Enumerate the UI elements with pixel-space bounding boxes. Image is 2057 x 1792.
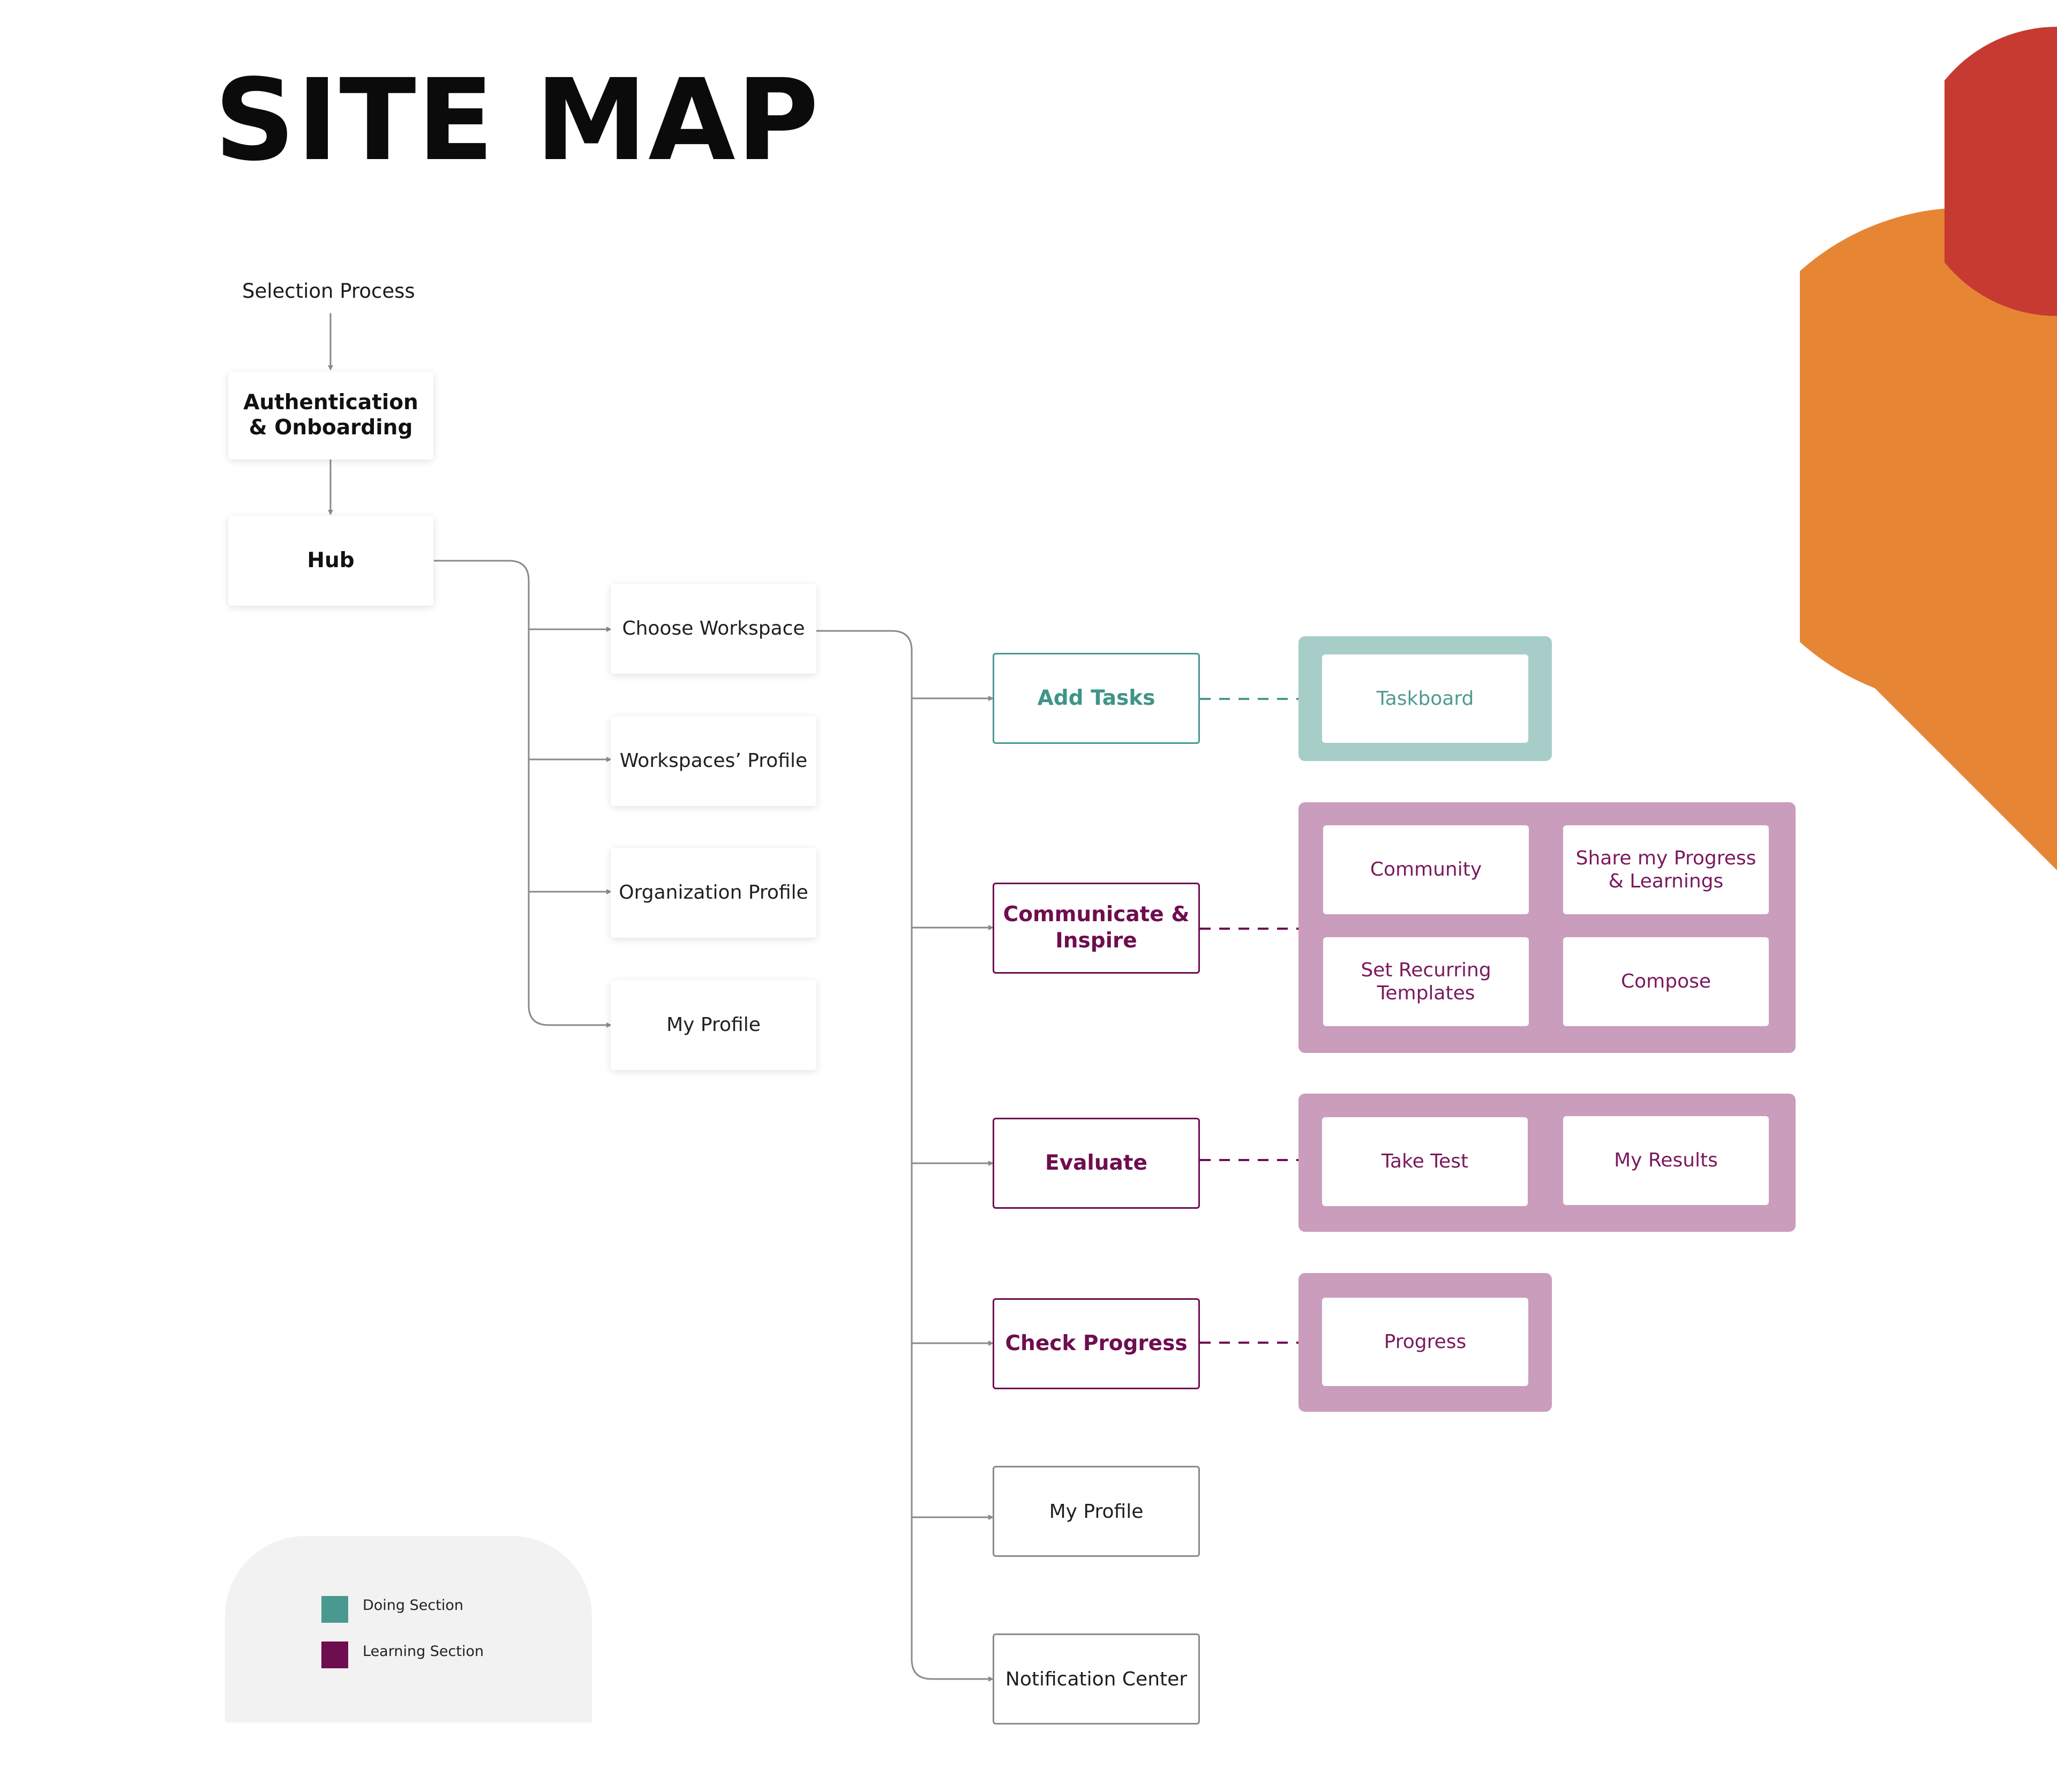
node-label: Organization Profile bbox=[619, 882, 808, 904]
node-label: Notification Center bbox=[1005, 1668, 1188, 1690]
hub-branch-trunk bbox=[434, 560, 612, 1028]
node-label: Add Tasks bbox=[1037, 686, 1155, 710]
node-add-tasks[interactable]: Add Tasks bbox=[993, 653, 1200, 744]
page-community[interactable]: Community bbox=[1323, 825, 1529, 914]
node-label: Authentication & Onboarding bbox=[243, 390, 418, 440]
node-label: Workspaces’ Profile bbox=[619, 750, 808, 772]
node-label: Check Progress bbox=[1005, 1331, 1188, 1356]
page-label: Taskboard bbox=[1376, 687, 1474, 710]
page-share-progress[interactable]: Share my Progress & Learnings bbox=[1563, 825, 1769, 914]
page-label: Progress bbox=[1384, 1330, 1467, 1353]
legend-label-doing: Doing Section bbox=[363, 1597, 463, 1614]
page-take-test[interactable]: Take Test bbox=[1322, 1117, 1528, 1206]
page-label: Compose bbox=[1620, 970, 1711, 993]
page-label: Community bbox=[1370, 859, 1482, 881]
workspace-branch-trunk bbox=[816, 630, 994, 1682]
decorative-orange-shape bbox=[1800, 207, 2057, 870]
page-label: Share my Progress & Learnings bbox=[1575, 847, 1756, 892]
legend-swatch-doing bbox=[321, 1596, 348, 1623]
node-label: Evaluate bbox=[1045, 1150, 1147, 1175]
node-label: Choose Workspace bbox=[622, 618, 805, 640]
node-label: Hub bbox=[307, 548, 355, 573]
node-check-progress[interactable]: Check Progress bbox=[993, 1298, 1200, 1389]
decorative-red-shape bbox=[1945, 27, 2057, 316]
page-compose[interactable]: Compose bbox=[1563, 937, 1769, 1026]
node-notification-center[interactable]: Notification Center bbox=[993, 1633, 1200, 1725]
node-organization-profile[interactable]: Organization Profile bbox=[611, 848, 816, 938]
page-progress[interactable]: Progress bbox=[1322, 1298, 1528, 1386]
page-taskboard[interactable]: Taskboard bbox=[1322, 654, 1528, 743]
page-label: Take Test bbox=[1381, 1150, 1469, 1173]
legend-label-learning: Learning Section bbox=[363, 1643, 484, 1660]
node-authentication-onboarding[interactable]: Authentication & Onboarding bbox=[228, 372, 433, 460]
node-choose-workspace[interactable]: Choose Workspace bbox=[611, 584, 816, 674]
node-label: Communicate & Inspire bbox=[1003, 902, 1190, 953]
node-my-profile[interactable]: My Profile bbox=[611, 980, 816, 1070]
node-communicate-inspire[interactable]: Communicate & Inspire bbox=[993, 883, 1200, 974]
legend: Doing Section Learning Section bbox=[225, 1536, 592, 1722]
node-workspaces-profile[interactable]: Workspaces’ Profile bbox=[611, 716, 816, 806]
page-my-results[interactable]: My Results bbox=[1563, 1116, 1769, 1205]
selection-process-label: Selection Process bbox=[242, 280, 415, 303]
page-set-recurring-templates[interactable]: Set Recurring Templates bbox=[1323, 937, 1529, 1026]
node-label: My Profile bbox=[666, 1014, 761, 1036]
node-my-profile-workspace[interactable]: My Profile bbox=[993, 1466, 1200, 1557]
legend-swatch-learning bbox=[321, 1642, 348, 1668]
page-label: Set Recurring Templates bbox=[1361, 959, 1491, 1004]
node-evaluate[interactable]: Evaluate bbox=[993, 1118, 1200, 1209]
node-label: My Profile bbox=[1049, 1500, 1144, 1523]
page-title: SITE MAP bbox=[214, 55, 820, 186]
node-hub[interactable]: Hub bbox=[228, 516, 433, 606]
page-label: My Results bbox=[1614, 1149, 1718, 1172]
